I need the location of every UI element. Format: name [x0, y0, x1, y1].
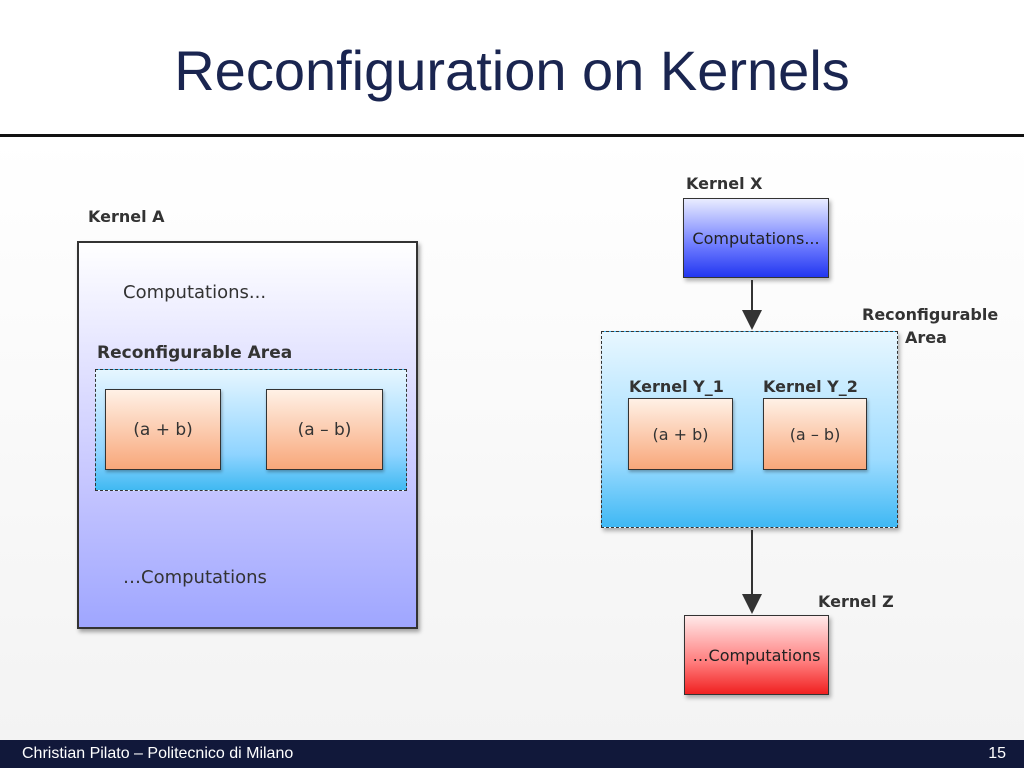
- kernel-x-box: Computations...: [683, 198, 829, 278]
- kernel-a-reconf-label: Reconfigurable Area: [97, 343, 293, 363]
- footer-bar: Christian Pilato – Politecnico di Milano…: [0, 740, 1024, 768]
- footer-author: Christian Pilato – Politecnico di Milano: [22, 745, 294, 762]
- slide-title: Reconfiguration on Kernels: [174, 39, 850, 102]
- kernel-y2-op-sub: (a – b): [763, 398, 867, 470]
- title-divider: [0, 134, 1024, 137]
- kernel-a-op-sub: (a – b): [266, 389, 383, 470]
- kernel-y1-op-add: (a + b): [628, 398, 733, 470]
- kernel-y1-label: Kernel Y_1: [629, 377, 724, 396]
- kernel-y2-label: Kernel Y_2: [763, 377, 858, 396]
- kernel-a-top-computations: Computations...: [123, 282, 267, 303]
- kernel-a-label: Kernel A: [88, 207, 165, 226]
- kernel-a-bottom-computations: …Computations: [123, 567, 267, 588]
- kernel-z-box: …Computations: [684, 615, 829, 695]
- kernel-a-op-add: (a + b): [105, 389, 221, 470]
- kernel-z-label: Kernel Z: [818, 592, 894, 611]
- kernel-x-label: Kernel X: [686, 174, 763, 193]
- reconf-area-label-line1: Reconfigurable: [862, 305, 999, 324]
- page-number: 15: [988, 745, 1006, 762]
- reconf-area-label-line2: Area: [905, 328, 947, 347]
